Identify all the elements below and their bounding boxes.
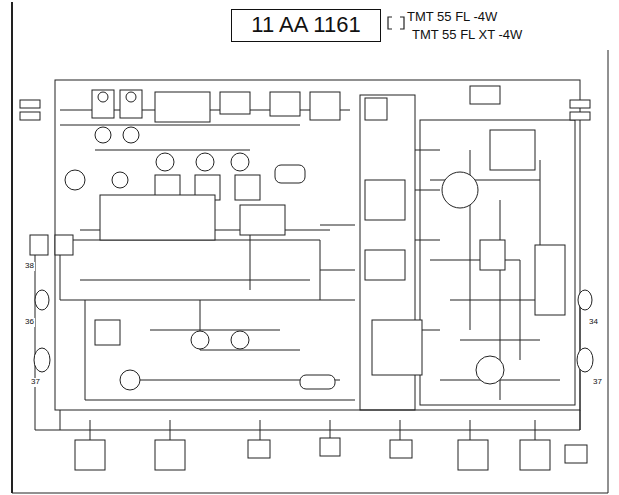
model-name: TMT 55 FL XT -4W xyxy=(412,28,522,42)
callout-number: 37 xyxy=(592,378,603,387)
drawing-number: 11 AA 1161 xyxy=(251,13,360,37)
callout-number: 36 xyxy=(24,318,35,327)
title-box: 11 AA 1161 xyxy=(231,9,381,42)
model-name: TMT 55 FL -4W xyxy=(407,10,497,24)
callout-number: 38 xyxy=(24,262,35,271)
callout-number: 34 xyxy=(588,318,599,327)
callout-number: 37 xyxy=(30,378,41,387)
